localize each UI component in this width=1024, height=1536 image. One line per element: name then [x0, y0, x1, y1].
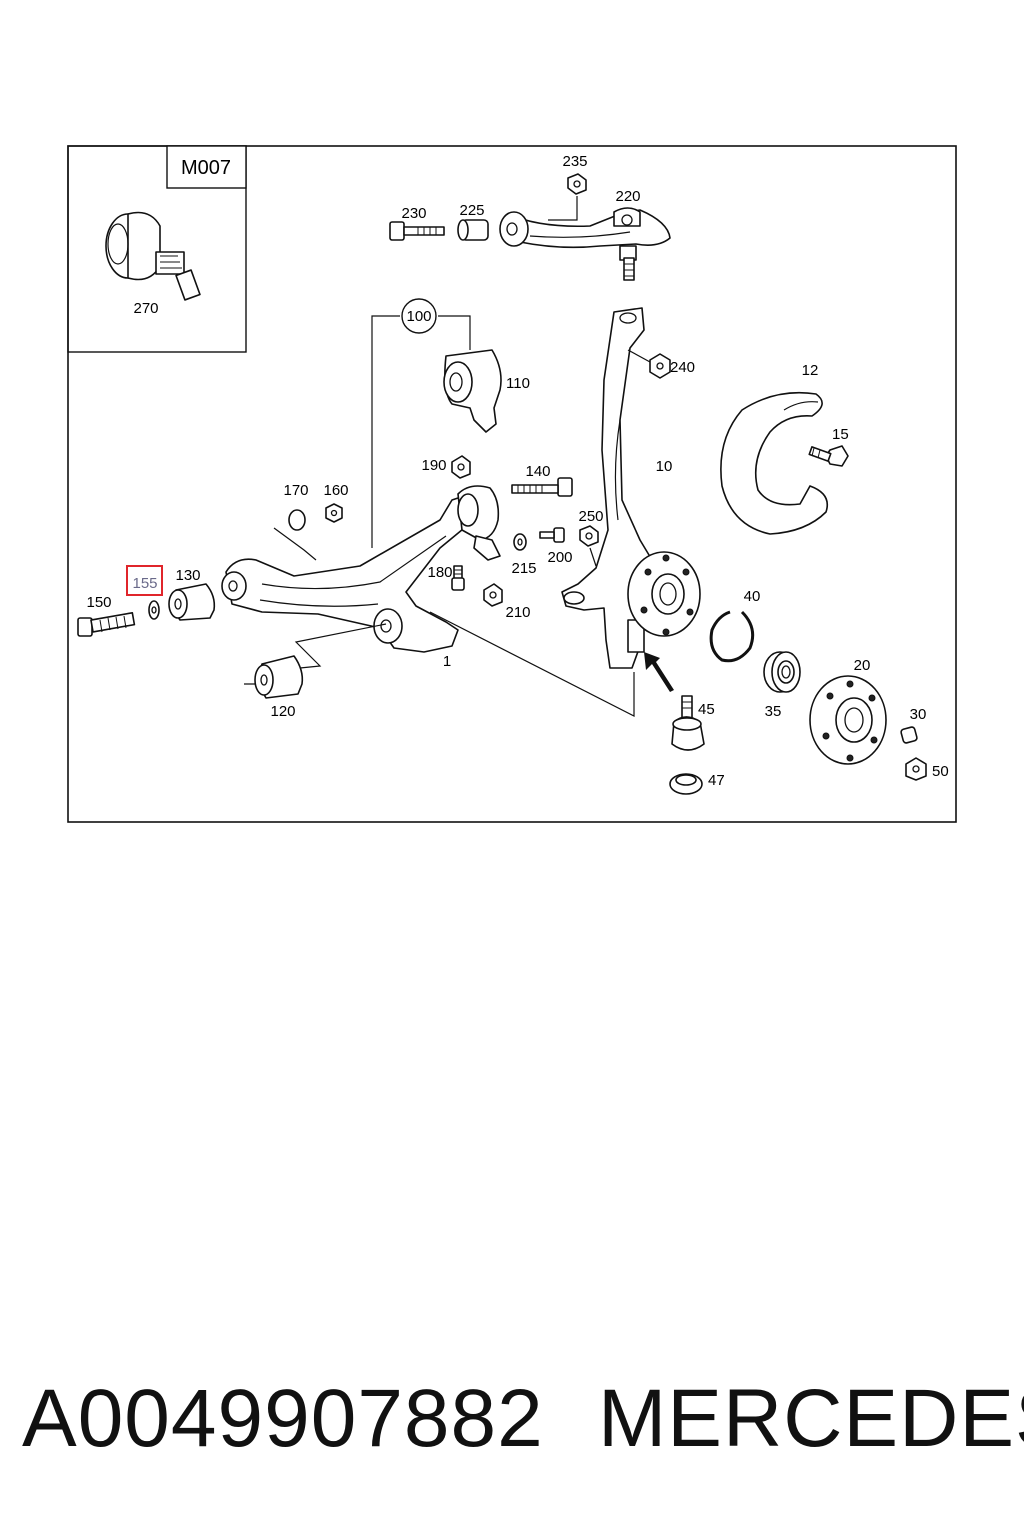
- label-150: 150: [86, 594, 111, 611]
- label-47: 47: [708, 772, 725, 789]
- bushing-part-130[interactable]: [168, 583, 216, 621]
- nut-part-50[interactable]: [905, 757, 927, 781]
- bolt-part-15[interactable]: [808, 445, 849, 467]
- leader-170: [273, 527, 317, 561]
- footer-brand: MERCEDES: [598, 1373, 1024, 1464]
- label-30: 30: [910, 706, 927, 723]
- leader-235: [548, 196, 578, 221]
- circlip-part-40[interactable]: [709, 610, 755, 663]
- bushing-part-120[interactable]: [254, 655, 304, 699]
- label-15: 15: [832, 426, 849, 443]
- boot-part-47[interactable]: [669, 773, 703, 795]
- label-215: 215: [511, 560, 536, 577]
- dust-shield-part-12[interactable]: [720, 391, 829, 535]
- label-120: 120: [270, 703, 295, 720]
- label-40: 40: [744, 588, 761, 605]
- label-170: 170: [283, 482, 308, 499]
- label-240: 240: [670, 359, 695, 376]
- washer-part-170[interactable]: [288, 509, 306, 531]
- leader-250: [589, 547, 597, 567]
- label-180: 180: [427, 564, 452, 581]
- label-200: 200: [547, 549, 572, 566]
- washer-part-215[interactable]: [513, 533, 527, 551]
- bolt-part-230[interactable]: [389, 221, 445, 241]
- label-1: 1: [443, 653, 451, 670]
- arrow-ball-joint: [644, 652, 674, 692]
- bushing-bracket-part-110[interactable]: [443, 349, 502, 433]
- label-100-circle: [401, 298, 437, 334]
- inset-panel: M007 270: [67, 145, 247, 353]
- label-130: 130: [175, 567, 200, 584]
- diagram-frame: [67, 145, 957, 823]
- label-225: 225: [459, 202, 484, 219]
- nut-part-250[interactable]: [579, 525, 599, 547]
- label-210: 210: [505, 604, 530, 621]
- parts-diagram: M007 270 230 225: [67, 145, 957, 823]
- label-100: 100: [406, 308, 431, 325]
- nut-part-190[interactable]: [451, 455, 471, 479]
- bushing-part-225[interactable]: [457, 219, 489, 241]
- cv-joint-part-270[interactable]: [105, 211, 201, 301]
- leader-arm-balljoint: [429, 611, 635, 717]
- hub-flange: [627, 551, 701, 637]
- label-250: 250: [578, 508, 603, 525]
- sleeve-part-30[interactable]: [900, 726, 918, 744]
- label-220: 220: [615, 188, 640, 205]
- label-110: 110: [506, 375, 530, 392]
- highlight-box-155: [126, 565, 163, 596]
- footer-part-number: A0049907882: [22, 1373, 544, 1464]
- bolt-part-200[interactable]: [539, 527, 565, 543]
- ball-joint-part-45[interactable]: [671, 695, 705, 751]
- label-50: 50: [932, 763, 949, 780]
- bracket-100: [371, 315, 471, 548]
- bolt-part-180[interactable]: [451, 565, 465, 591]
- bearing-part-35[interactable]: [763, 651, 801, 693]
- washer-part-155[interactable]: [148, 600, 160, 620]
- label-190: 190: [421, 457, 446, 474]
- leader-240: [627, 349, 651, 363]
- steering-knuckle-part-10[interactable]: [561, 307, 653, 669]
- label-20: 20: [854, 657, 871, 674]
- bushing-rear-mount: [457, 485, 501, 561]
- upper-control-arm-part-220[interactable]: [499, 207, 671, 281]
- bolt-part-140[interactable]: [511, 477, 573, 497]
- label-140: 140: [525, 463, 550, 480]
- nut-part-210[interactable]: [483, 583, 503, 607]
- bolt-part-150[interactable]: [77, 611, 136, 637]
- label-45: 45: [698, 701, 715, 718]
- label-12: 12: [802, 362, 819, 379]
- nut-part-240[interactable]: [649, 353, 671, 379]
- label-270: 270: [133, 300, 158, 317]
- label-235: 235: [562, 153, 587, 170]
- nut-part-235[interactable]: [567, 173, 587, 195]
- nut-part-160[interactable]: [325, 503, 343, 523]
- label-10: 10: [656, 458, 673, 475]
- leader-120: [244, 623, 387, 685]
- label-160: 160: [323, 482, 348, 499]
- label-230: 230: [401, 205, 426, 222]
- label-155: 155: [132, 575, 157, 592]
- lower-control-arm-part-1[interactable]: [221, 493, 475, 653]
- wheel-hub-part-20[interactable]: [809, 675, 887, 765]
- inset-code: M007: [181, 157, 231, 179]
- label-35: 35: [765, 703, 782, 720]
